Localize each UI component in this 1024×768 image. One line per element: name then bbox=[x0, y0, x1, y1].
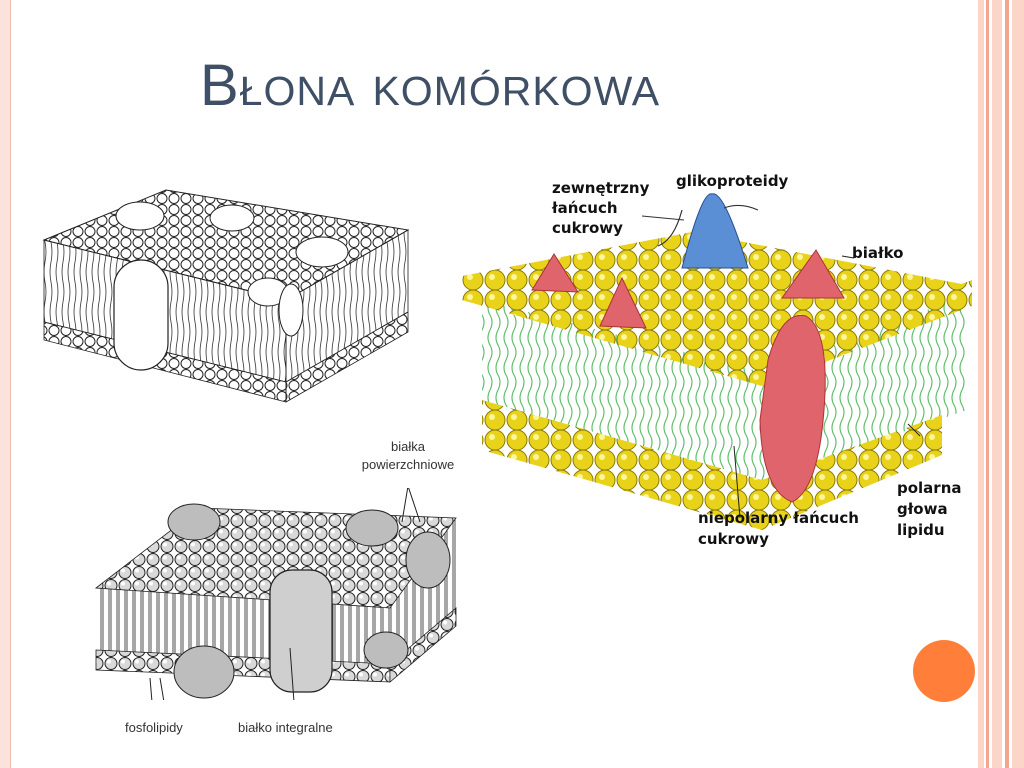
label-surface-proteins: białka powierzchniowe bbox=[350, 438, 466, 474]
label-polar-head: polarna głowa lipidu bbox=[897, 478, 962, 541]
label-outer-sugar-chain-line3: cukrowy bbox=[552, 219, 623, 237]
label-nonpolar-chain-line1: niepolarny łańcuch bbox=[698, 509, 859, 527]
slide-title: Błona komórkowa bbox=[200, 53, 661, 118]
label-nonpolar-chain: niepolarny łańcuch cukrowy bbox=[698, 508, 859, 550]
accent-circle bbox=[913, 640, 975, 702]
label-integral-protein: białko integralne bbox=[238, 720, 333, 735]
label-outer-sugar-chain: zewnętrzny łańcuch cukrowy bbox=[552, 178, 649, 238]
label-protein: białko bbox=[852, 244, 904, 262]
label-glycoproteins: glikoproteidy bbox=[676, 172, 789, 190]
membrane-drawing-top-left bbox=[42, 189, 410, 403]
membrane-drawing-bottom bbox=[94, 488, 457, 700]
label-phospholipids: fosfolipidy bbox=[125, 720, 183, 735]
label-nonpolar-chain-line2: cukrowy bbox=[698, 530, 769, 548]
label-polar-head-line3: lipidu bbox=[897, 521, 945, 539]
label-polar-head-line2: głowa bbox=[897, 500, 948, 518]
membrane-color-diagram bbox=[462, 193, 972, 530]
label-surface-proteins-line2: powierzchniowe bbox=[361, 457, 455, 472]
label-surface-proteins-line1: białka bbox=[391, 439, 425, 454]
label-outer-sugar-chain-line2: łańcuch bbox=[552, 199, 618, 217]
slide-left-border bbox=[0, 0, 11, 768]
label-polar-head-line1: polarna bbox=[897, 479, 962, 497]
label-outer-sugar-chain-line1: zewnętrzny bbox=[552, 179, 650, 197]
slide-right-border bbox=[978, 0, 1024, 768]
